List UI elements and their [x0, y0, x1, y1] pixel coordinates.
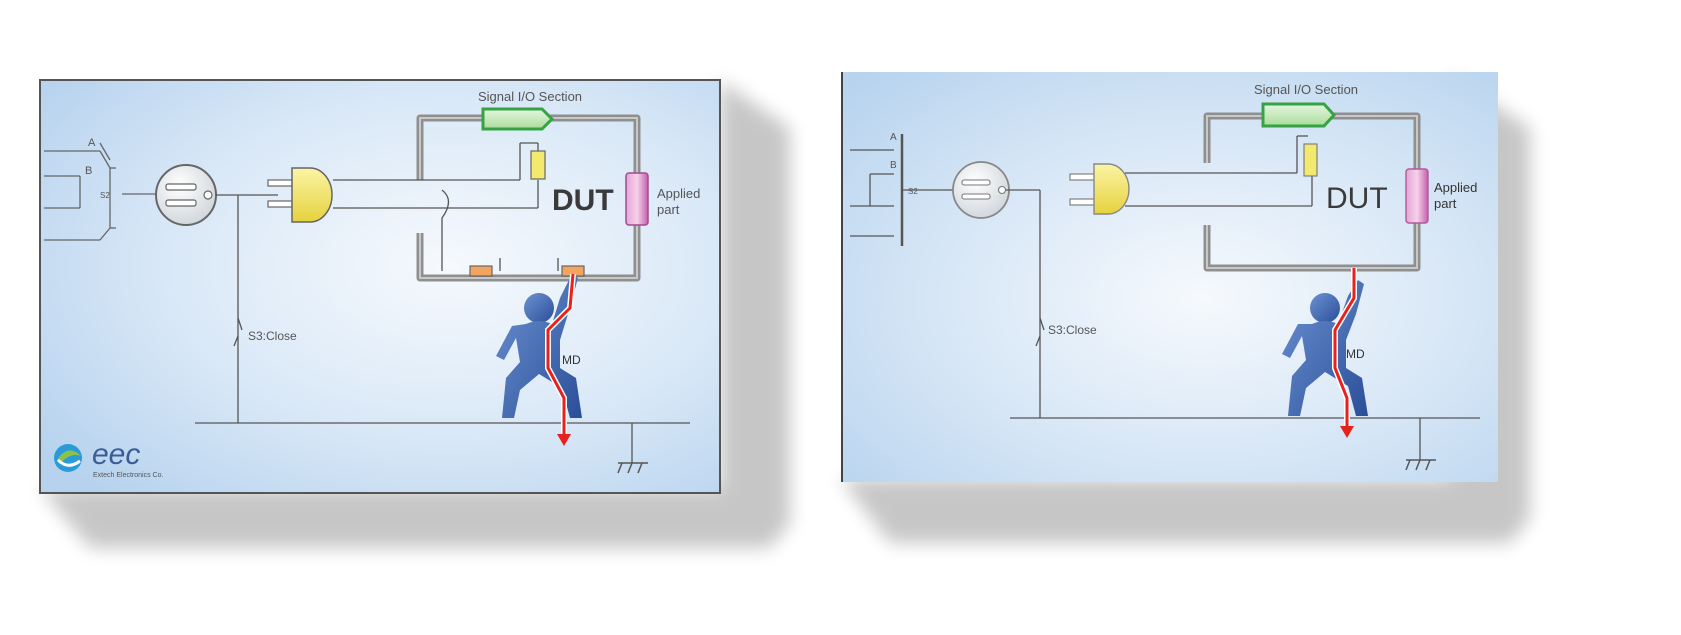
diagram-panel-2: Signal I/O Section A B S2	[840, 72, 1530, 543]
ground-icon	[1405, 459, 1436, 471]
md-label: MD	[562, 353, 581, 367]
logo-text: eec	[92, 438, 140, 471]
switch-s1-s2	[44, 142, 158, 241]
applied-part-label-line2: part	[657, 202, 680, 217]
diagram-panel-1: Signal I/O Section A B S2	[39, 79, 790, 548]
switch-s3-label: S3:Close	[1048, 323, 1097, 337]
signal-io-box	[1261, 102, 1337, 128]
dut-label: DUT	[1326, 182, 1388, 215]
ground-icon	[617, 462, 648, 474]
signal-io-box	[481, 107, 555, 131]
switch-a-label: A	[88, 137, 96, 149]
panel-background	[39, 79, 721, 494]
switch-s2-label: S2	[100, 191, 110, 200]
person-icon	[496, 274, 582, 418]
resistor	[1303, 143, 1318, 177]
plug-icon	[1069, 163, 1130, 215]
panel-shadow	[40, 80, 790, 548]
terminal-1	[469, 265, 493, 277]
applied-part-label-line1: Applied	[657, 186, 700, 201]
current-path	[1332, 268, 1357, 438]
switch-b-label: B	[890, 160, 897, 171]
plug-icon	[267, 167, 333, 223]
wires	[1006, 135, 1480, 460]
switch-s3-label: S3:Close	[248, 329, 297, 343]
switch-s1-s2	[850, 134, 960, 246]
panel-background	[842, 72, 1498, 482]
eec-logo-icon	[54, 444, 82, 472]
switch-s3	[233, 317, 243, 347]
md-label: MD	[1346, 347, 1365, 361]
applied-part-label-line1: Applied	[1434, 180, 1477, 195]
current-path	[545, 273, 576, 446]
wires	[195, 142, 690, 463]
switch-s2-label: S2	[908, 187, 918, 196]
applied-part	[1405, 168, 1429, 224]
logo-subtext: Extech Electronics Co.	[93, 472, 163, 479]
signal-section-label: Signal I/O Section	[1254, 82, 1358, 97]
signal-section-label: Signal I/O Section	[478, 89, 582, 104]
dut-label: DUT	[552, 184, 614, 217]
applied-part-label-line2: part	[1434, 196, 1457, 211]
socket-icon	[952, 161, 1010, 219]
switch-s3	[1035, 317, 1045, 347]
switch-a-label: A	[890, 132, 897, 143]
resistor	[530, 150, 546, 180]
switch-b-label: B	[85, 165, 92, 177]
socket-icon	[155, 164, 217, 226]
applied-part	[625, 172, 649, 226]
